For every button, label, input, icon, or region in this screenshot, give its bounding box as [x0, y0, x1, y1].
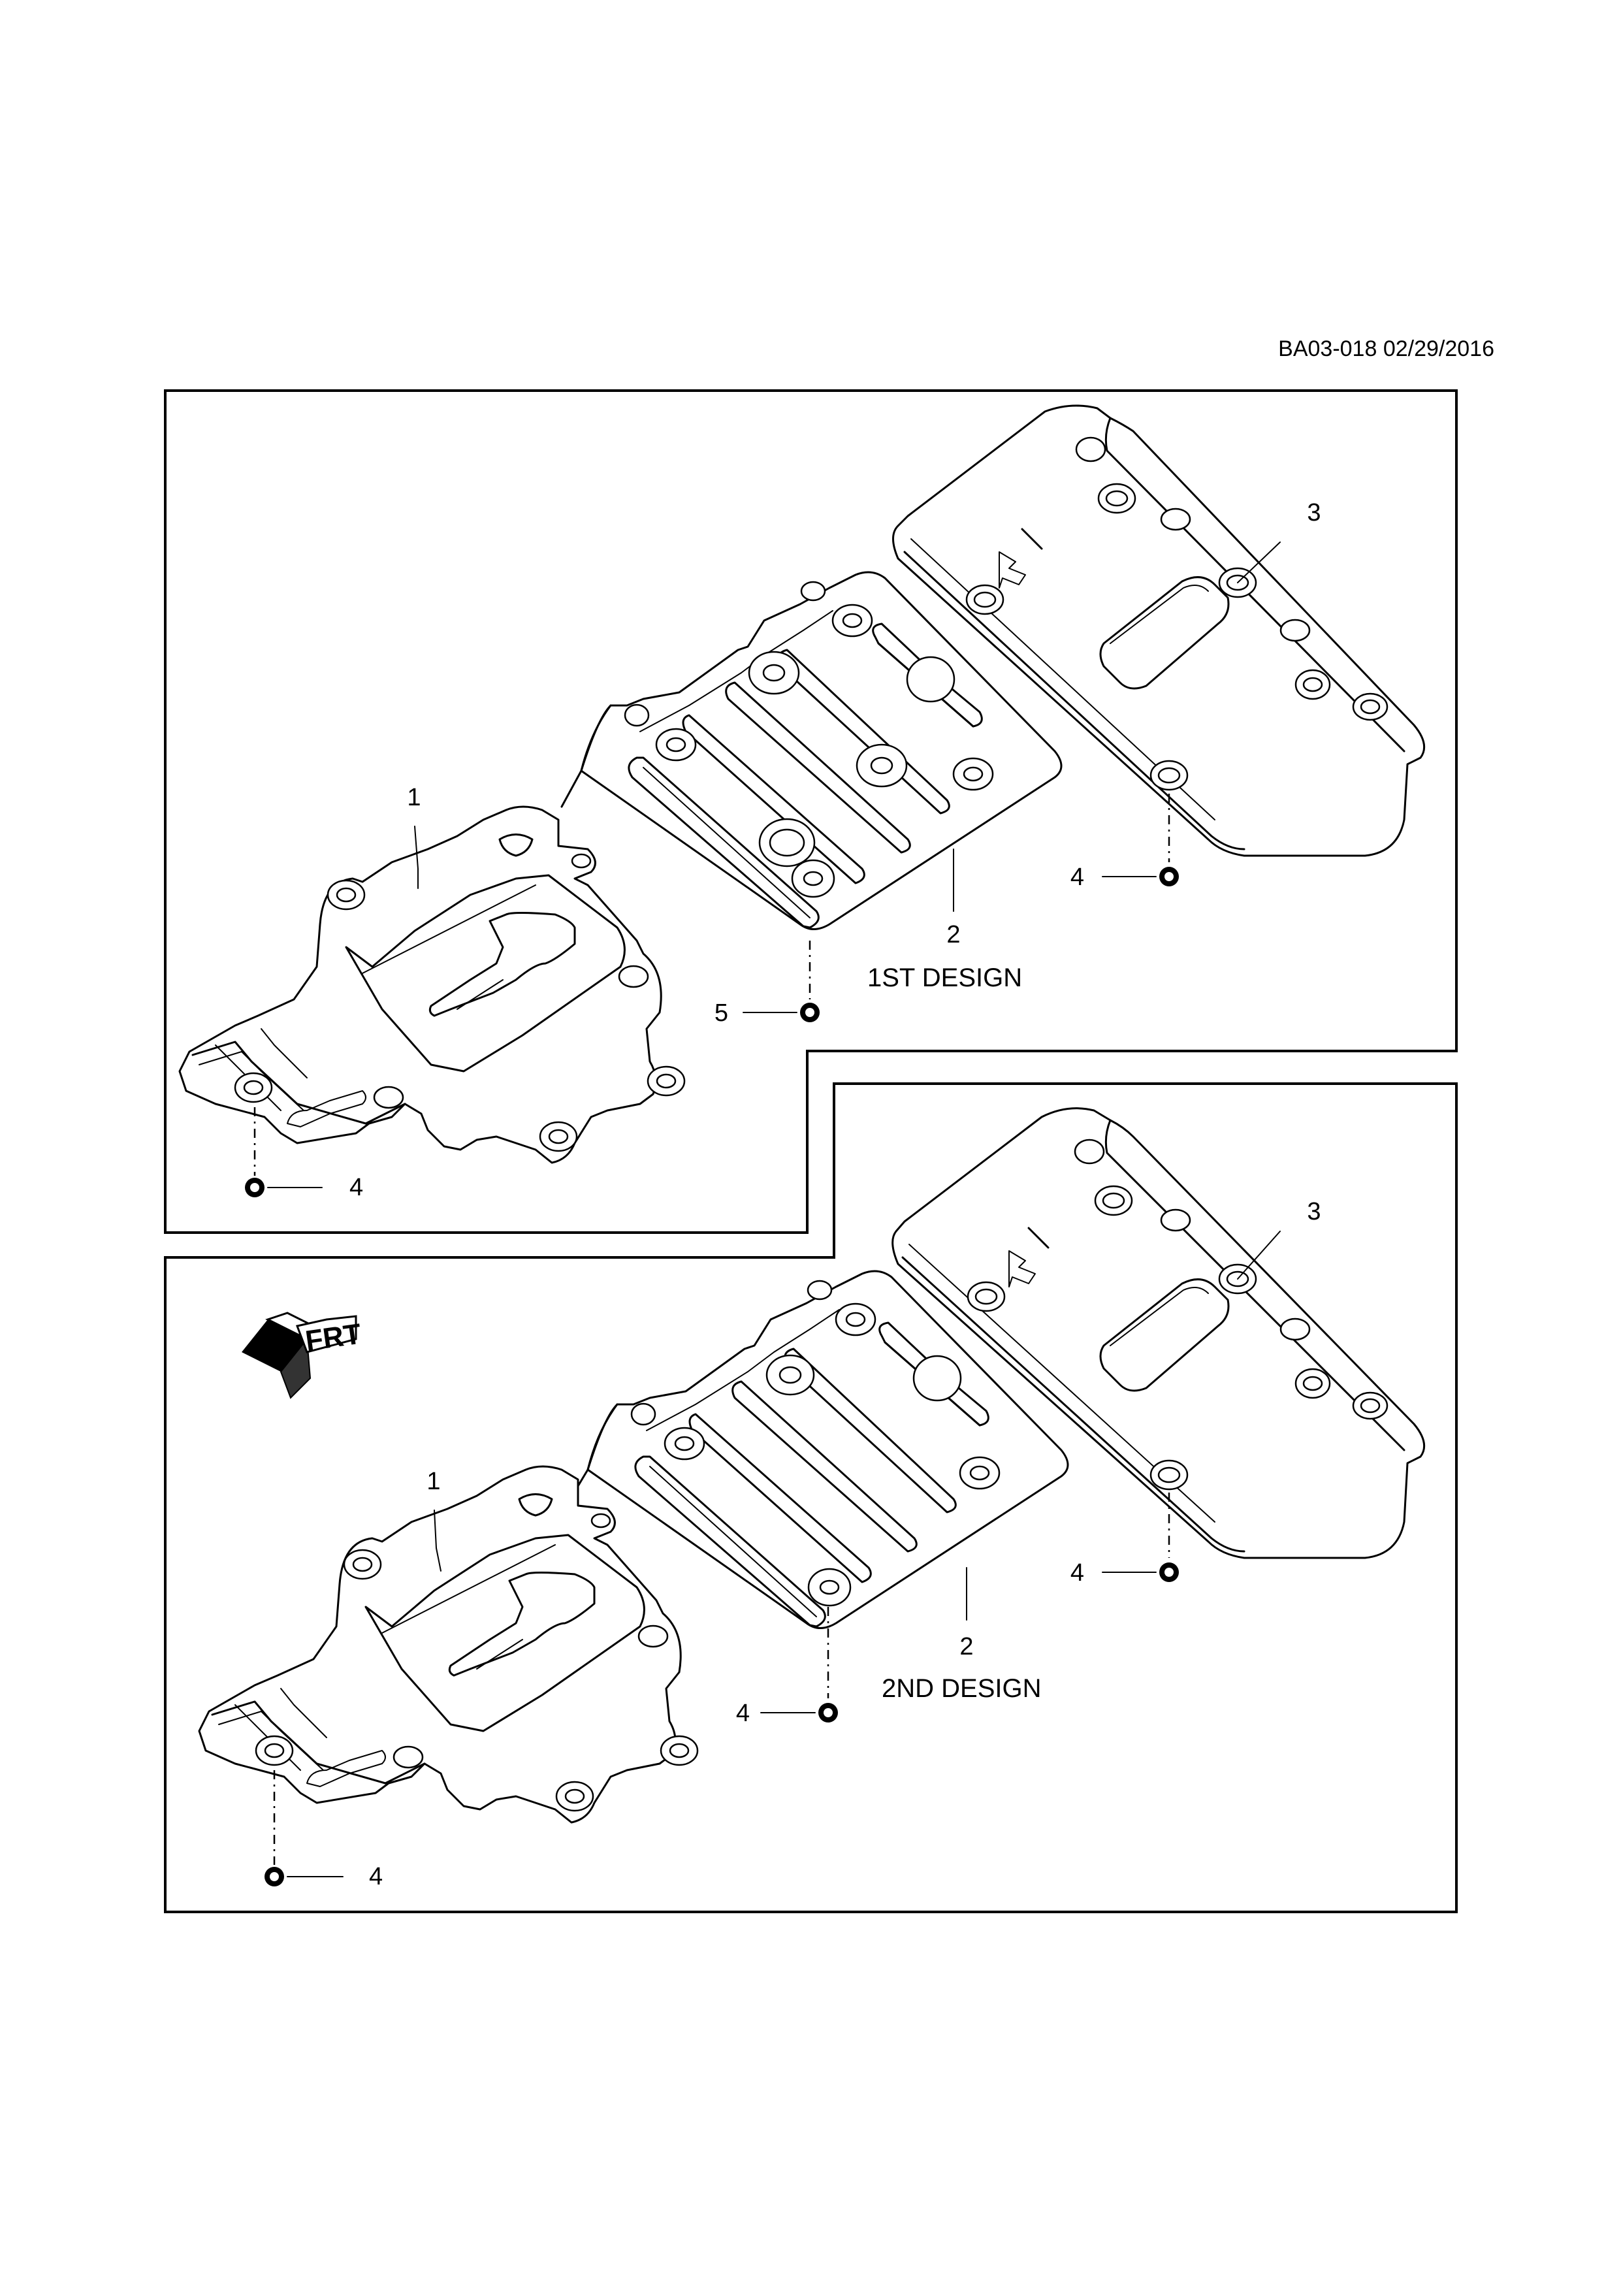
fastener-clip-right [1159, 867, 1179, 886]
fastener-clip-center [800, 1003, 820, 1022]
part-3-rear-plate [891, 1107, 1426, 1559]
fastener-clip-right [1159, 1562, 1179, 1582]
design-label: 2ND DESIGN [882, 1674, 1042, 1703]
callout-part-3: 3 [1307, 1198, 1321, 1225]
front-arrow-icon: FRT [242, 1312, 364, 1399]
callout-fastener-center: 5 [714, 999, 728, 1027]
design-label: 1ST DESIGN [867, 963, 1022, 992]
part-1-front-plate [198, 1465, 699, 1824]
callout-fastener-left: 4 [369, 1863, 383, 1890]
callout-fastener-right: 4 [1070, 864, 1084, 891]
callout-fastener-left: 4 [349, 1174, 363, 1201]
callout-part-2: 2 [959, 1633, 973, 1660]
callout-part-1: 1 [407, 784, 421, 811]
direction-label: FRT [304, 1318, 364, 1357]
fastener-clip-center [818, 1703, 838, 1722]
callout-part-2: 2 [946, 921, 960, 948]
callout-fastener-center: 4 [736, 1700, 750, 1727]
callout-fastener-right: 4 [1070, 1559, 1084, 1587]
panel-2nd-design: FRT 1 2 3 4 4 4 2ND DESIGN [198, 1107, 1426, 1890]
panel-frame-2nd-design [164, 1082, 1458, 1913]
drawing-id: BA03-018 02/29/2016 [1278, 336, 1494, 361]
callout-part-3: 3 [1307, 499, 1321, 526]
panel-1st-design: 1 2 3 4 5 4 1ST DESIGN [178, 404, 1426, 1201]
part-1-front-plate [178, 805, 686, 1164]
fastener-clip-left [245, 1178, 265, 1197]
panel-frame-1st-design [164, 389, 1458, 1234]
fastener-clip-left [265, 1867, 284, 1886]
part-3-rear-plate [892, 404, 1426, 857]
callout-part-1: 1 [426, 1468, 440, 1495]
part-2-middle-plate [567, 1270, 1069, 1629]
part-2-middle-plate [560, 571, 1063, 930]
